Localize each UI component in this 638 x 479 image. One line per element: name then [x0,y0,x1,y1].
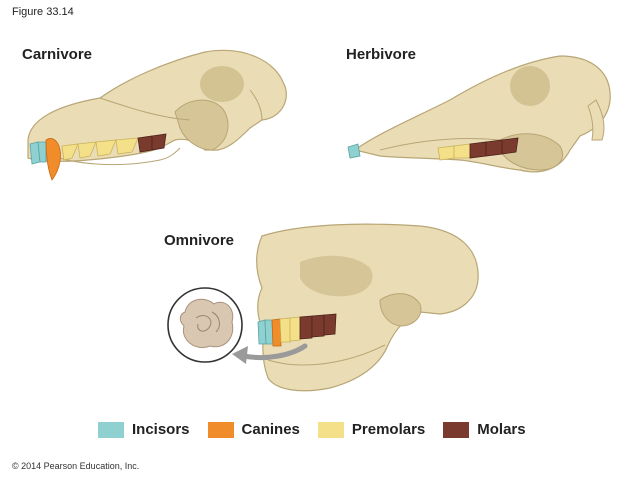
carnivore-teeth [29,133,167,181]
omnivore-title: Omnivore [164,232,235,249]
herbivore-title: Herbivore [346,46,417,63]
legend-item-molars: Molars [443,421,526,438]
legend-item-canines: Canines [207,421,300,438]
canines-swatch [207,421,234,438]
carnivore-skull [27,49,287,166]
copyright-notice: © 2014 Pearson Education, Inc. [12,461,140,471]
legend-item-premolars: Premolars [317,421,426,438]
tooth-legend: Incisors Canines Premolars Molars [98,421,526,438]
legend-label: Molars [477,421,526,438]
carnivore-title: Carnivore [22,46,93,63]
omnivore-teeth [257,313,337,347]
premolars-swatch [317,421,344,438]
legend-label: Canines [241,421,300,438]
omnivore-skull [256,223,479,392]
herbivore-teeth [347,137,519,161]
legend-label: Incisors [132,421,190,438]
legend-label: Premolars [351,421,426,438]
figure-label: Figure 33.14 [12,6,74,18]
herbivore-skull [353,55,611,173]
closeup-arrow [232,343,308,364]
legend-item-incisors: Incisors [98,421,190,438]
molars-swatch [443,421,470,438]
molar-closeup [167,287,243,363]
incisors-swatch [98,421,124,438]
